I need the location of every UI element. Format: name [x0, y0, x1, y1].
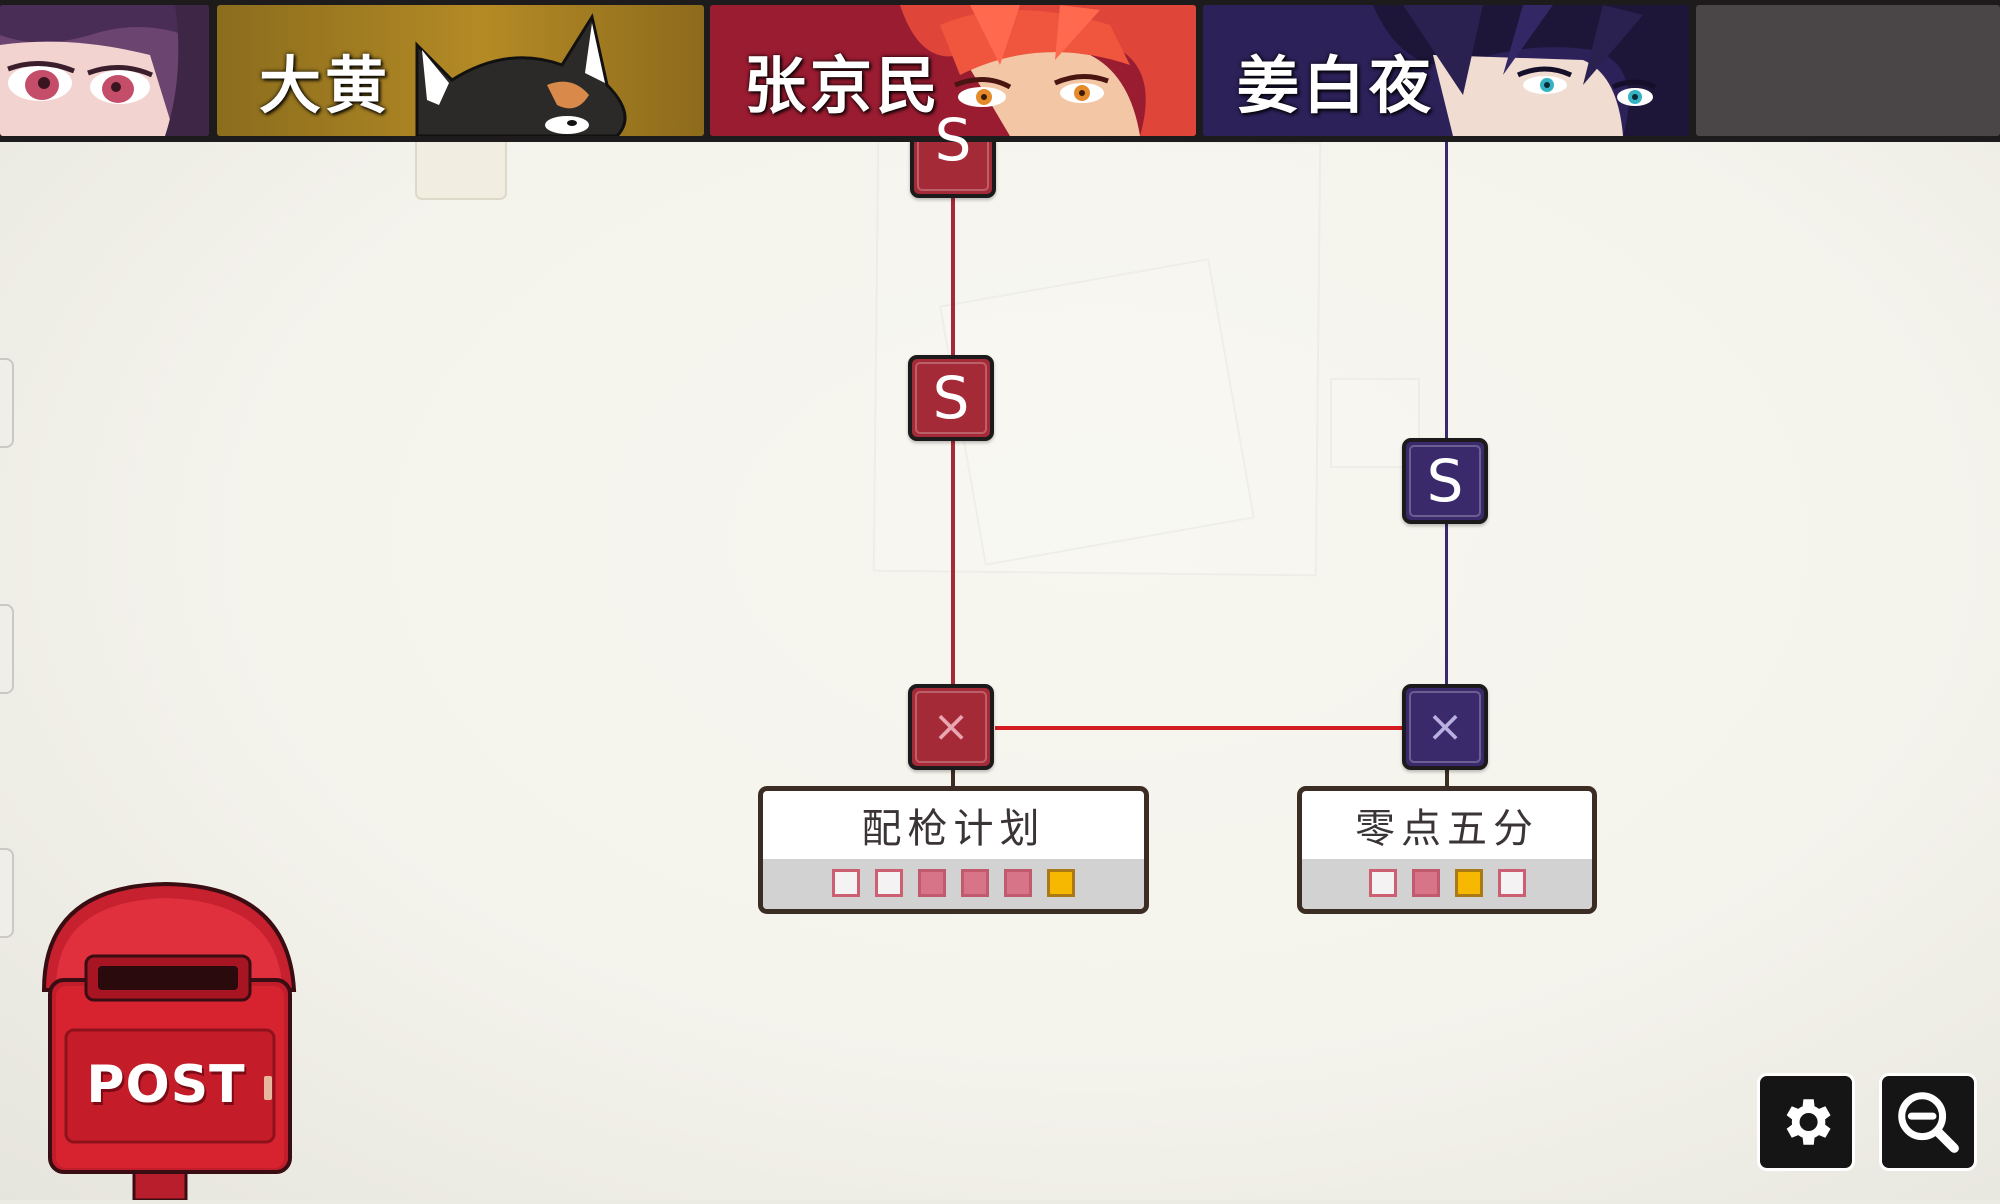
character-tab-dahuang[interactable]: 大黄 — [217, 5, 704, 136]
story-node-glyph: S — [932, 364, 970, 432]
gear-icon — [1786, 1099, 1831, 1145]
node-inner — [1409, 691, 1481, 763]
progress-slot-empty — [875, 869, 903, 897]
ending-node-jiang[interactable]: × — [1402, 684, 1488, 770]
connector-tick — [1445, 770, 1449, 790]
edge-tab[interactable] — [0, 358, 14, 448]
progress-slot-empty — [832, 869, 860, 897]
chapter-progress-slots — [763, 859, 1144, 909]
character-portrait — [1203, 5, 1689, 136]
progress-slot-filled — [1411, 869, 1440, 897]
post-label: POST — [86, 1055, 246, 1115]
ending-node-zhang[interactable]: × — [908, 684, 994, 770]
character-tab-0[interactable] — [0, 5, 209, 136]
story-node-jiang-1[interactable]: S — [1402, 438, 1488, 524]
chapter-card-jiang[interactable]: 零点五分 — [1297, 786, 1597, 914]
chapter-card-zhang[interactable]: 配枪计划 — [758, 786, 1149, 914]
zoom-out-icon — [1898, 1092, 1959, 1153]
post-button[interactable]: POST — [36, 880, 306, 1202]
connector-tick — [951, 770, 955, 790]
progress-slot-gold — [1454, 869, 1483, 897]
chapter-title: 零点五分 — [1355, 806, 1539, 852]
edge-tab[interactable] — [0, 848, 14, 938]
cat-portrait — [415, 13, 627, 136]
zoom-out-button[interactable] — [1879, 1073, 1977, 1171]
character-tab-jiangbaiye[interactable]: 姜白夜 — [1203, 5, 1689, 136]
character-name: 姜白夜 — [1237, 49, 1436, 122]
route-link-line — [995, 726, 1405, 730]
character-portrait — [710, 5, 1196, 136]
progress-slot-filled — [961, 869, 989, 897]
node-inner — [915, 691, 987, 763]
character-tab-zhangjingmin[interactable]: 张京民 — [710, 5, 1196, 136]
edge-tab[interactable] — [0, 604, 14, 694]
settings-button[interactable] — [1757, 1073, 1855, 1171]
progress-slot-filled — [1004, 869, 1032, 897]
close-icon: × — [932, 701, 970, 752]
mailbox-icon — [41, 881, 297, 1202]
close-icon: × — [1426, 701, 1464, 752]
node-inner — [915, 362, 987, 434]
progress-slot-gold — [1047, 869, 1075, 897]
progress-slot-empty — [1368, 869, 1397, 897]
character-name: 大黄 — [259, 49, 392, 122]
character-name: 张京民 — [744, 49, 943, 122]
node-inner — [1409, 445, 1481, 517]
story-node-glyph: S — [1426, 447, 1464, 515]
chapter-title: 配枪计划 — [861, 806, 1046, 852]
story-node-glyph: S — [934, 106, 972, 174]
character-tab-empty[interactable] — [1696, 5, 2000, 136]
route-line-jiang — [1445, 140, 1448, 730]
character-portrait — [0, 5, 209, 136]
story-node-zhang-2[interactable]: S — [908, 355, 994, 441]
progress-slot-filled — [918, 869, 946, 897]
progress-slot-empty — [1497, 869, 1526, 897]
chapter-progress-slots — [1302, 859, 1592, 909]
character-bar: 大黄 张京民 — [0, 0, 2000, 142]
